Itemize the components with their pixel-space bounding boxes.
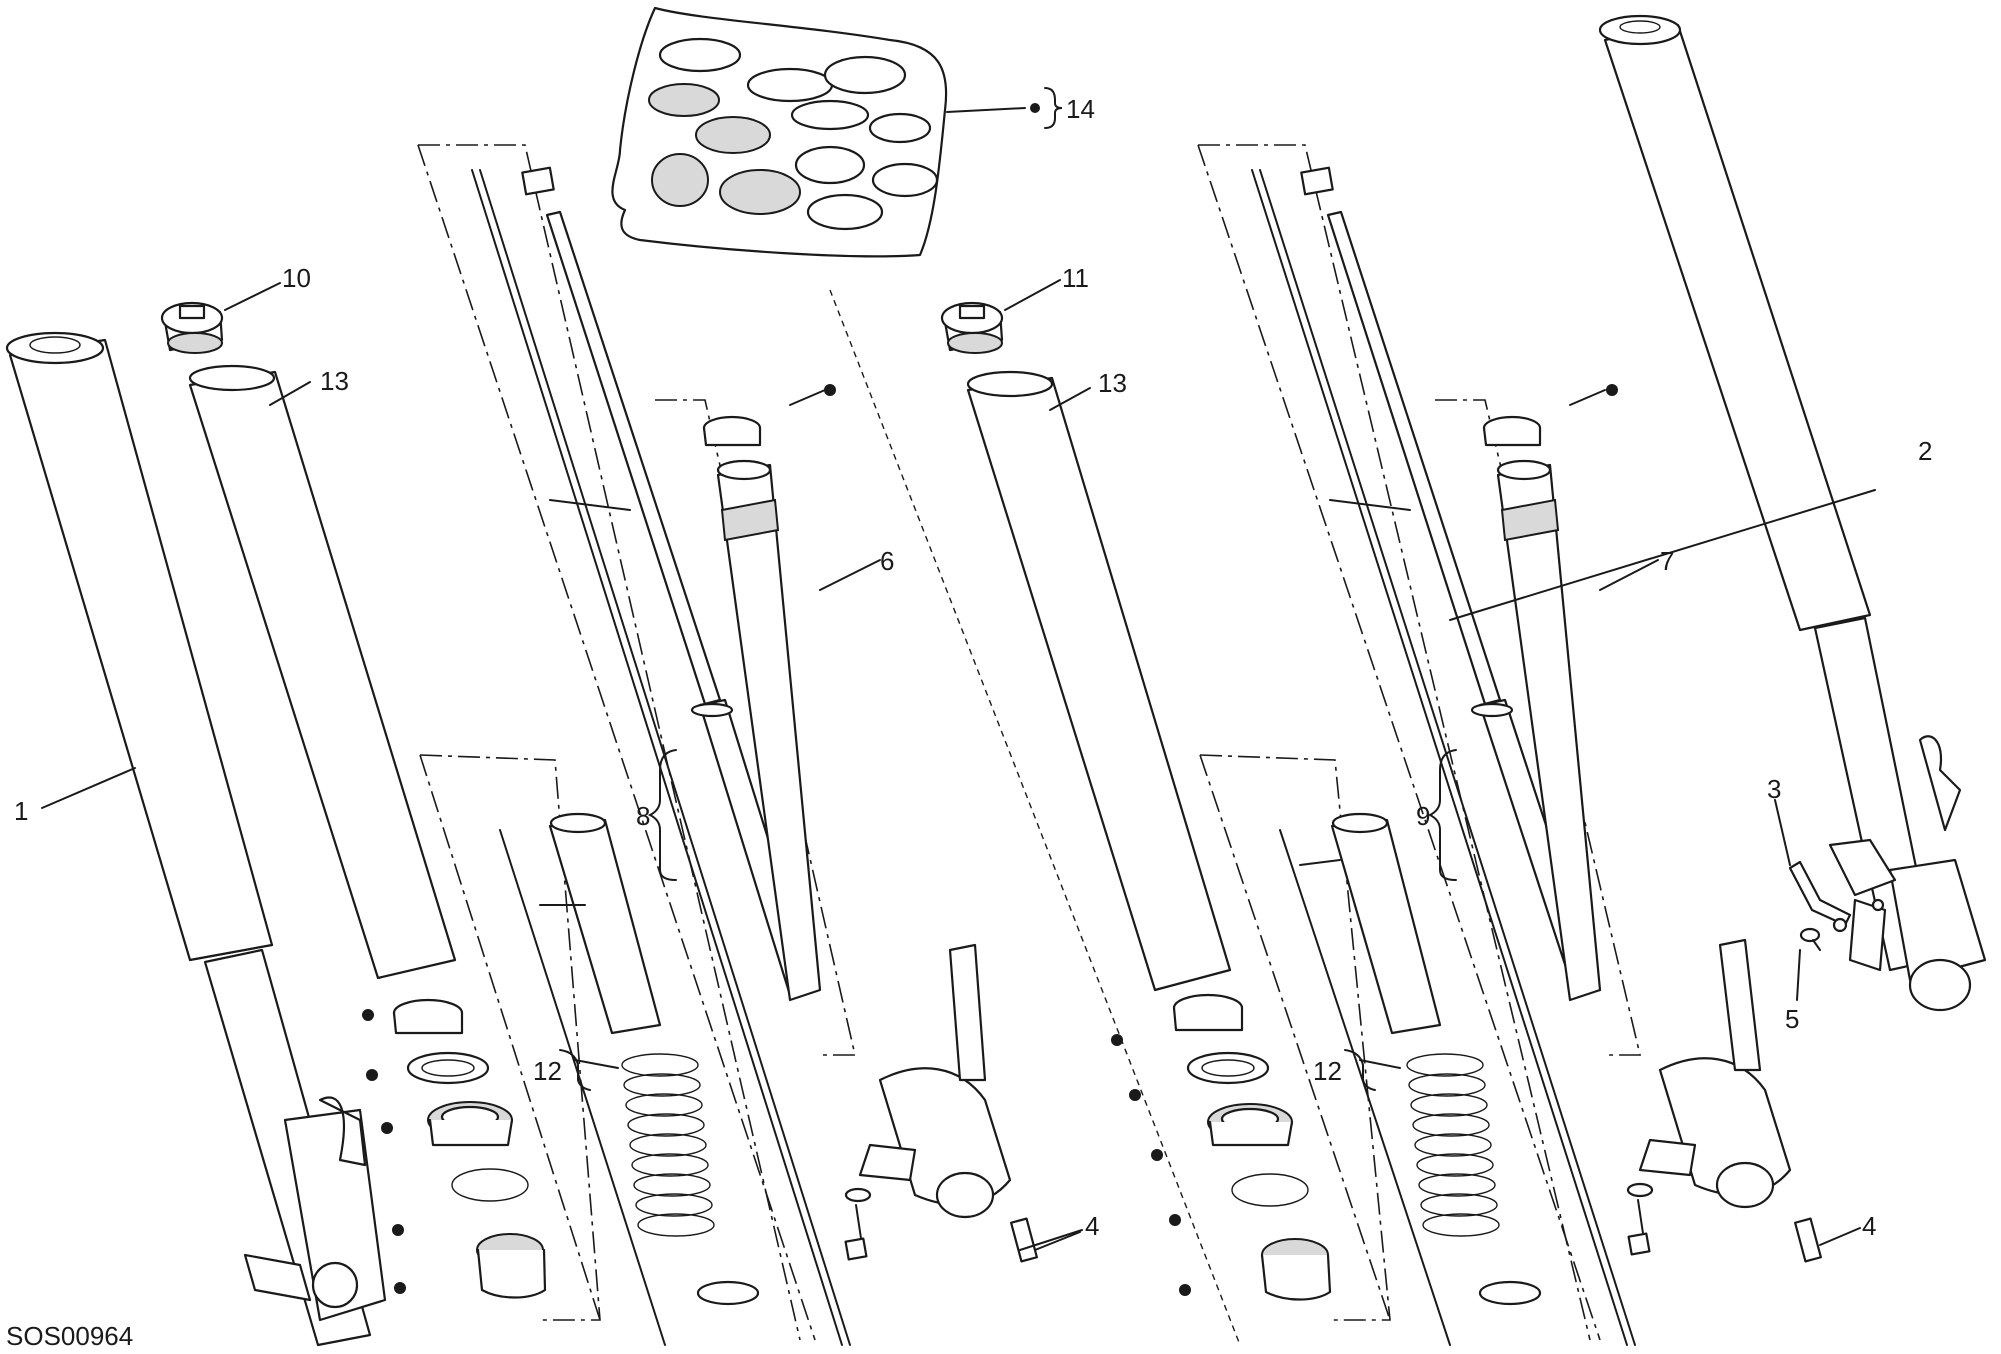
top-cap-11	[940, 279, 1061, 354]
spring-left	[621, 1053, 715, 1237]
callout-8: 8	[636, 801, 650, 831]
damper-tube-7	[1482, 384, 1618, 1002]
damper-tube-6	[702, 384, 836, 1002]
leader-lines	[41, 381, 1659, 1251]
fork-leg-2	[1449, 14, 1987, 1012]
callout-1: 1	[14, 796, 28, 826]
callout-14: 14	[1066, 94, 1095, 124]
seal-stack-middle	[1111, 993, 1332, 1301]
spring-right	[1406, 1053, 1500, 1237]
callout-7: 7	[1660, 546, 1674, 576]
callout-6: 6	[880, 546, 894, 576]
top-cap-10	[160, 282, 281, 354]
drawing-code: SOS00964	[6, 1321, 133, 1351]
callout-13-left: 13	[320, 366, 349, 396]
fork-leg-1	[5, 331, 387, 1347]
callout-5: 5	[1785, 1004, 1799, 1034]
spring-assembly-12-right	[1279, 812, 1542, 1346]
callout-12-right: 12	[1313, 1056, 1342, 1086]
fork-foot-middle	[844, 943, 1081, 1263]
small-parts-3-5	[1774, 799, 1885, 1001]
callout-labels: 1 2 3 4 4 5 6 7 8 9 10 11 12 12 13 13 14	[14, 94, 1932, 1241]
callout-11: 11	[1062, 263, 1089, 293]
callout-3: 3	[1767, 774, 1781, 804]
callout-10: 10	[282, 263, 311, 293]
callout-4-right: 4	[1862, 1211, 1876, 1241]
callout-12-left: 12	[533, 1056, 562, 1086]
callout-13-right: 13	[1098, 368, 1127, 398]
callout-2: 2	[1918, 436, 1932, 466]
inner-tube-13-left	[188, 364, 457, 980]
seal-stack-left	[362, 998, 547, 1299]
fork-foot-right	[1626, 938, 1861, 1263]
inner-tube-13-right	[966, 370, 1232, 992]
seal-kit-bag	[611, 6, 1063, 258]
callout-9: 9	[1416, 801, 1430, 831]
callout-4-left: 4	[1085, 1211, 1099, 1241]
